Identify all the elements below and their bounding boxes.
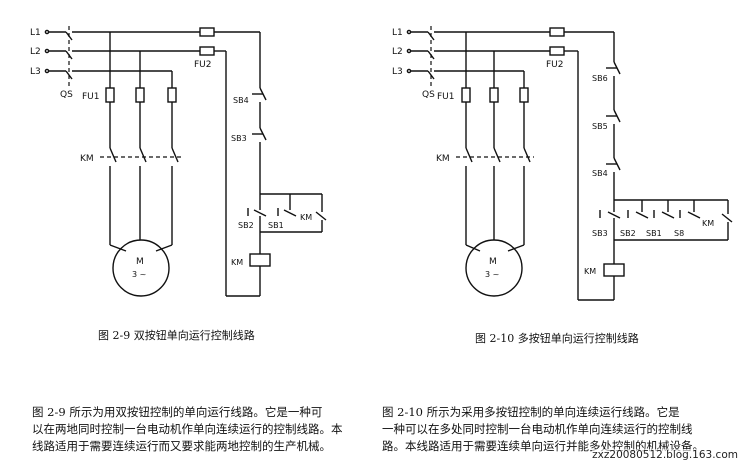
terminal-l3: L3 [392,67,403,77]
motor [465,239,523,297]
label-fu1: FU1 [437,92,455,102]
sb3-contact [607,211,621,219]
label-sb3: SB3 [592,229,608,238]
km-contact [523,147,531,163]
terminal-l2: L2 [30,47,41,57]
label-s8: S8 [674,229,684,238]
sb1-contact [661,211,675,219]
motor-label: M [489,257,497,267]
km-contact [139,147,147,163]
wire [155,244,173,252]
terminal-l1: L1 [30,28,41,38]
fuse-fu2 [199,46,215,56]
label-sb6: SB6 [592,74,608,83]
terminal-l3: L3 [30,67,41,77]
label-sb4: SB4 [592,169,608,178]
s8-contact [687,211,701,219]
terminal-dot [44,48,50,54]
label-km-hold: KM [702,219,714,228]
fuse-fu1 [167,87,177,103]
km-contact [493,147,501,163]
km-contact [171,147,179,163]
label-fu1: FU1 [82,92,100,102]
label-km: KM [436,154,450,164]
terminal-dot [406,29,412,35]
paragraph-line: 线路适用于需要连续运行而又要求能两地控制的生产机械。 [32,439,331,453]
terminal-l2: L2 [392,47,403,57]
label-fu2: FU2 [546,60,564,70]
fuse-fu2 [549,27,565,37]
fuse-fu2 [549,46,565,56]
terminal-dot [406,68,412,74]
paragraph-right: 图 2-10 所示为采用多按钮控制的单向连续运行线路。它是 一种可以在多处同时控… [382,404,740,455]
label-sb5: SB5 [592,122,608,131]
terminal-dot [406,48,412,54]
label-km-coil: KM [584,267,596,276]
sb1-contact [283,209,297,217]
km-contact [109,147,117,163]
sb2-contact [635,211,649,219]
figure-2-10: L1 L2 L3 QS FU1 KM [392,26,733,301]
label-qs: QS [60,90,73,100]
fuse-fu1 [105,87,115,103]
label-sb1: SB1 [646,229,662,238]
fuse-fu1 [461,87,471,103]
paragraph-line: 图 2-10 所示为采用多按钮控制的单向连续运行线路。它是 [382,405,680,419]
label-sb2: SB2 [620,229,636,238]
watermark: zxz20080512.blog.163.com [592,449,738,461]
terminal-dot [44,68,50,74]
label-sb2: SB2 [238,221,254,230]
paragraph-left: 图 2-9 所示为用双按钮控制的单向运行线路。它是一种可 以在两地同时控制一台电… [32,404,362,455]
paragraph-line: 以在两地同时控制一台电动机作单向连续运行的控制线路。本 [32,422,343,436]
motor-type: 3 ~ [485,270,499,279]
label-sb1: SB1 [268,221,284,230]
wire [507,244,525,252]
terminal-dot [44,29,50,35]
km-coil [249,253,271,267]
motor-type: 3 ~ [132,270,146,279]
wire [109,244,127,252]
label-km-coil: KM [231,258,243,267]
terminal-l1: L1 [392,28,403,38]
label-km: KM [80,154,94,164]
label-sb3: SB3 [231,134,247,143]
fuse-fu1 [135,87,145,103]
km-hold-contact [721,213,733,223]
sb2-contact [253,209,267,217]
label-sb4: SB4 [233,96,249,105]
figure-2-9: L1 L2 L3 QS FU1 KM [30,26,327,297]
label-fu2: FU2 [194,60,212,70]
fuse-fu1 [489,87,499,103]
km-coil [603,263,625,277]
wire [465,244,481,252]
paragraph-line: 一种可以在多处同时控制一台电动机作单向连续运行的控制线 [382,422,693,436]
km-contact [465,147,473,163]
label-km-hold: KM [300,213,312,222]
caption-fig-2-10: 图 2-10 多按钮单向运行控制线路 [475,332,639,345]
fuse-fu1 [519,87,529,103]
km-hold-contact [315,211,327,221]
motor [112,239,170,297]
motor-label: M [136,257,144,267]
paragraph-line: 图 2-9 所示为用双按钮控制的单向运行线路。它是一种可 [32,405,323,419]
caption-fig-2-9: 图 2-9 双按钮单向运行控制线路 [98,329,255,342]
label-qs: QS [422,90,435,100]
fuse-fu2 [199,27,215,37]
